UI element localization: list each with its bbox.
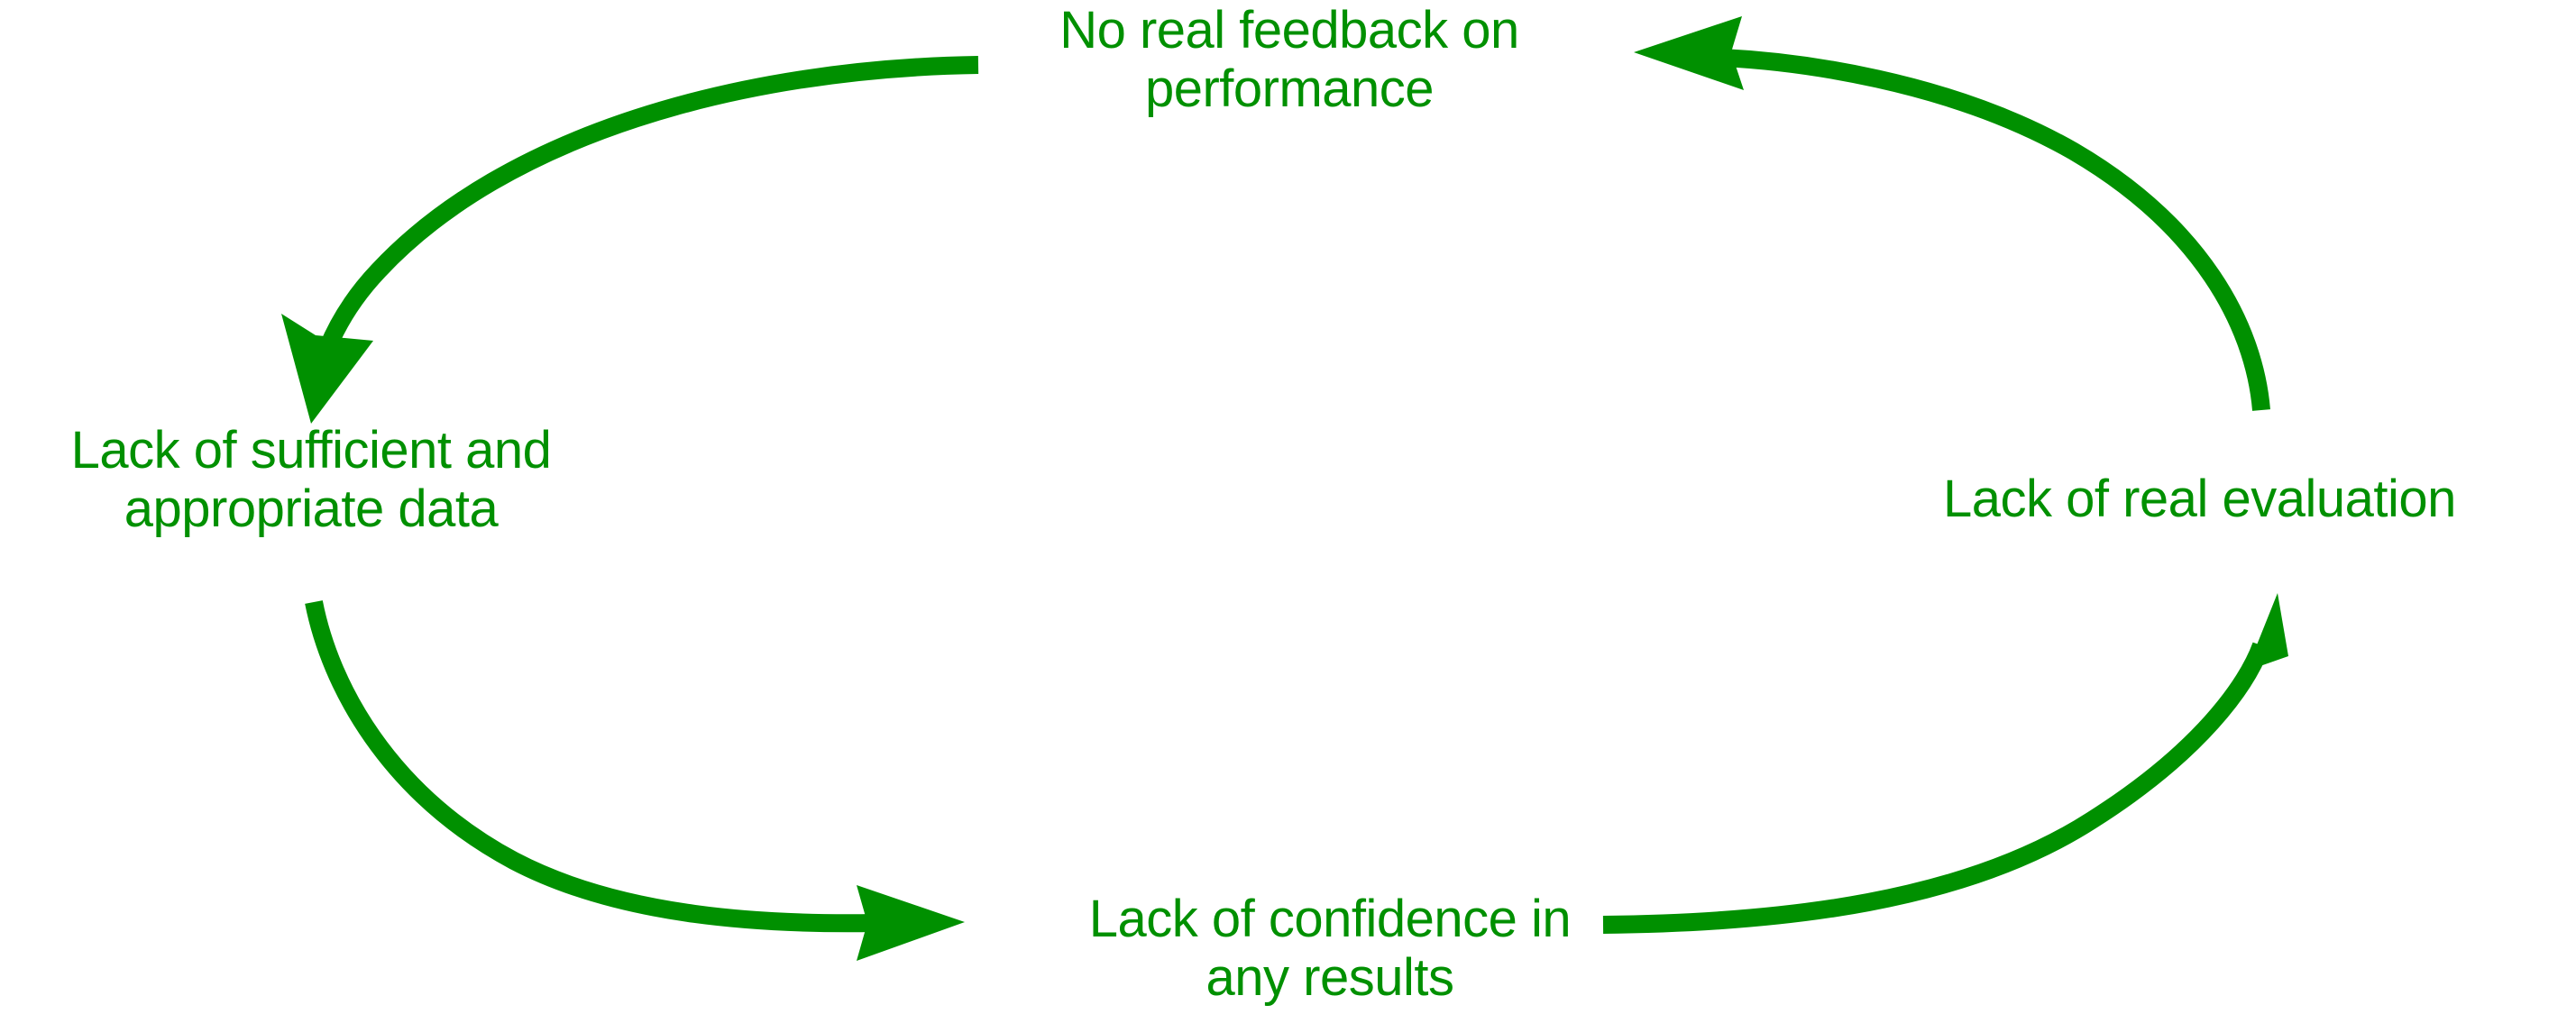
arrow-bottom-left-head (857, 885, 965, 961)
arrow-top-left-path (308, 56, 979, 381)
arrow-bottom-left-path (305, 600, 875, 933)
arrow-bottom-right-head (2234, 593, 2288, 701)
node-lack-of-evaluation: Lack of real evaluation (1943, 470, 2456, 528)
arrow-top-left (281, 56, 979, 424)
node-lack-of-data: Lack of sufficient and appropriate data (70, 421, 552, 538)
node-lack-of-confidence: Lack of confidence in any results (1088, 890, 1572, 1007)
arrow-bottom-left (305, 600, 965, 961)
arrow-bottom-right (1602, 593, 2288, 934)
arrow-top-right (1634, 16, 2270, 411)
arrow-top-right-head (1634, 16, 1744, 90)
arrow-bottom-right-path (1602, 642, 2270, 934)
arrow-top-left-head (281, 314, 373, 424)
node-no-feedback: No real feedback on performance (1059, 1, 1519, 118)
arrow-top-right-path (1721, 49, 2270, 411)
